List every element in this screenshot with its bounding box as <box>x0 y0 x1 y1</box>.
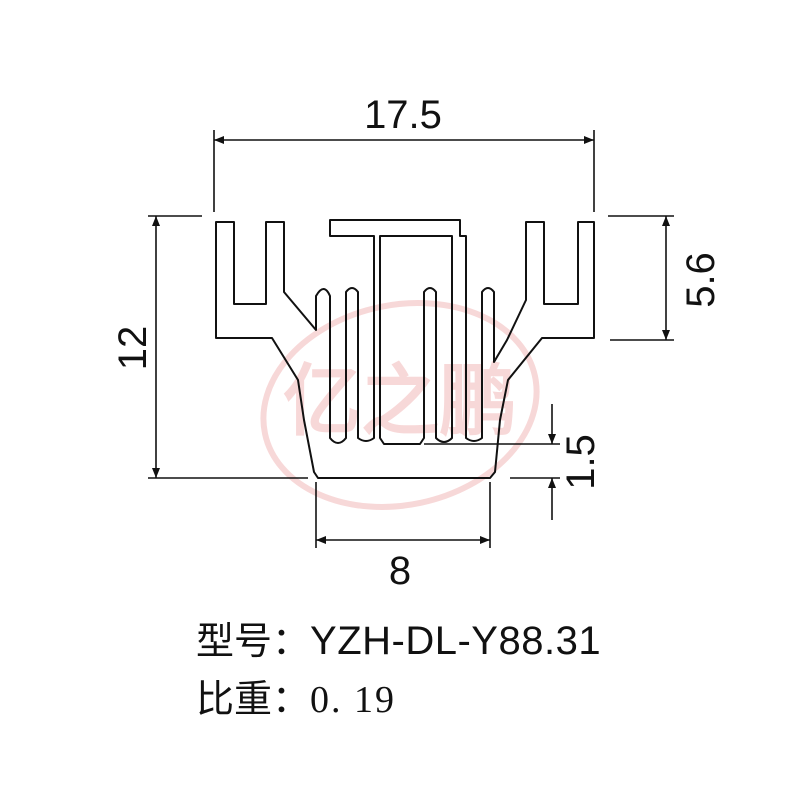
weight-line: 比重：0. 19 <box>196 668 396 723</box>
model-label: 型号： <box>196 619 311 663</box>
watermark: 亿之鹏 <box>260 300 540 510</box>
weight-value: 0. 19 <box>310 679 397 721</box>
dim-right-height-label: 5.6 <box>679 252 723 308</box>
center-stem <box>379 235 453 445</box>
model-line: 型号：YZH-DL-Y88.31 <box>196 610 601 665</box>
watermark-text: 亿之鹏 <box>283 357 517 447</box>
weight-label: 比重： <box>196 677 311 721</box>
dim-left-height <box>148 215 308 479</box>
dim-right-height <box>608 215 674 341</box>
dim-top-width <box>213 130 595 212</box>
heatsink-profile <box>215 219 595 479</box>
dim-base-thickness <box>424 404 560 520</box>
dim-base-width-label: 8 <box>389 549 411 593</box>
dim-left-height-label: 12 <box>111 326 155 371</box>
dim-base-thickness-label: 1.5 <box>559 434 603 490</box>
dim-base-width <box>315 482 491 548</box>
profile-outline <box>215 219 595 479</box>
dim-top-width-label: 17.5 <box>364 93 442 137</box>
model-value: YZH-DL-Y88.31 <box>310 619 602 663</box>
